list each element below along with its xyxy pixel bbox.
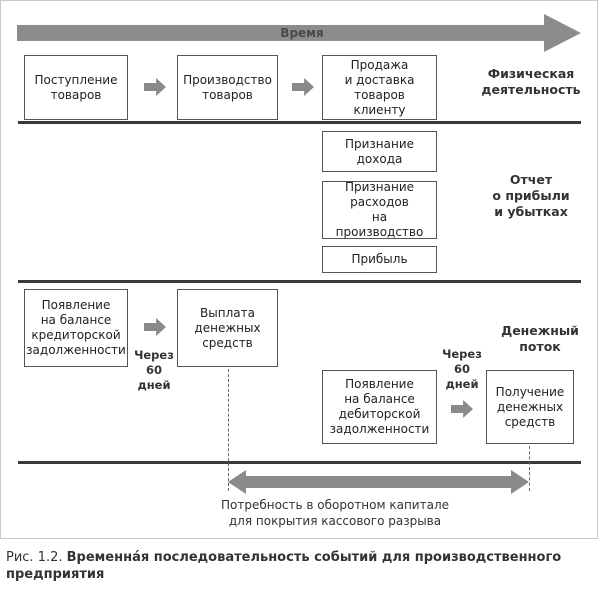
box-revenue-recognition: Признание дохода bbox=[322, 131, 437, 172]
box-cash-receipt: Получение денежных средств bbox=[486, 370, 574, 444]
caption-title: Временна́я последовательность событий дл… bbox=[6, 550, 562, 582]
row-label-cash-flow: Денежный поток bbox=[501, 323, 579, 354]
dashed-marker-payment bbox=[228, 369, 229, 491]
diagram-frame bbox=[0, 0, 598, 539]
row-divider bbox=[18, 461, 581, 464]
box-expense-recognition: Признание расходов на производство bbox=[322, 180, 437, 239]
box-sale-delivery: Продажа и доставка товаров клиенту bbox=[322, 55, 437, 120]
box-goods-receipt: Поступление товаров bbox=[24, 55, 128, 120]
cash-gap-arrow bbox=[228, 470, 529, 494]
box-profit: Прибыль bbox=[322, 246, 437, 273]
row-divider bbox=[18, 121, 581, 124]
box-goods-production: Производство товаров bbox=[177, 55, 278, 120]
delay-note: Через 60 дней bbox=[134, 348, 174, 392]
row-divider bbox=[18, 280, 581, 283]
time-arrow-label: Время bbox=[280, 26, 324, 40]
dashed-marker-receipt bbox=[529, 446, 530, 491]
caption-number: Рис. 1.2. bbox=[6, 550, 67, 565]
time-arrow bbox=[17, 14, 581, 52]
row-label-income-statement: Отчет о прибыли и убытках bbox=[492, 172, 570, 219]
cash-gap-label: Потребность в оборотном капитале для пок… bbox=[220, 498, 450, 528]
row-label-physical: Физическая деятельность bbox=[481, 66, 581, 97]
delay-note: Через 60 дней bbox=[442, 347, 482, 391]
box-accounts-receivable: Появление на балансе дебиторской задолже… bbox=[322, 370, 437, 444]
box-accounts-payable: Появление на балансе кредиторской задолж… bbox=[24, 289, 128, 367]
box-cash-payment: Выплата денежных средств bbox=[177, 289, 278, 367]
figure-caption: Рис. 1.2. Временна́я последовательность … bbox=[6, 549, 596, 583]
